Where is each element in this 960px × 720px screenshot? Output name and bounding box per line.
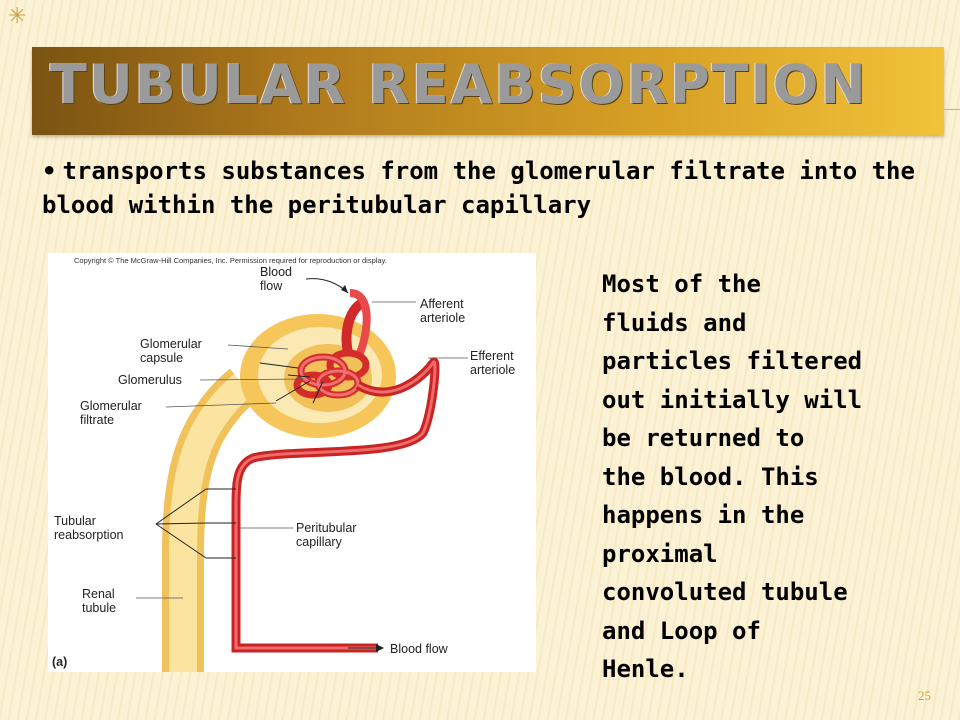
side-text-line: fluids and — [602, 308, 747, 337]
label-panel-a: (a) — [52, 655, 68, 669]
nephron-diagram — [136, 278, 468, 672]
side-text-line: convoluted tubule — [602, 578, 848, 606]
bullet-text: transports substances from the glomerula… — [42, 157, 915, 219]
title-divider — [944, 109, 960, 110]
side-text-line: and Loop of — [602, 616, 761, 645]
side-text-line: Henle. — [602, 655, 689, 683]
slide-title: TUBULAR REABSORPTION — [50, 53, 868, 116]
side-text-line: be returned to — [602, 424, 805, 452]
bullet-point: •transports substances from the glomerul… — [42, 154, 942, 222]
side-text-line: the blood. This — [602, 462, 819, 491]
bullet-dot-icon: • — [42, 157, 57, 185]
label-glomerulus: Glomerulus — [118, 373, 182, 387]
kidney-nephron-figure: Copyright © The McGraw-Hill Companies, I… — [48, 253, 536, 672]
side-text-line: particles filtered — [602, 347, 863, 375]
page-number: 25 — [918, 688, 931, 703]
side-text-line: out initially will — [602, 385, 863, 414]
corner-star-icon: ✳ — [8, 4, 27, 29]
side-explanation: Most of the fluids and particles filtere… — [602, 265, 902, 689]
figure-copyright: Copyright © The McGraw-Hill Companies, I… — [74, 256, 387, 265]
title-banner: TUBULAR REABSORPTION — [32, 47, 944, 135]
side-text-line: Most of the — [602, 270, 761, 298]
side-text-line: proximal — [602, 539, 718, 568]
label-blood-flow-bottom: Blood flow — [390, 642, 448, 656]
side-text-line: happens in the — [602, 501, 805, 529]
